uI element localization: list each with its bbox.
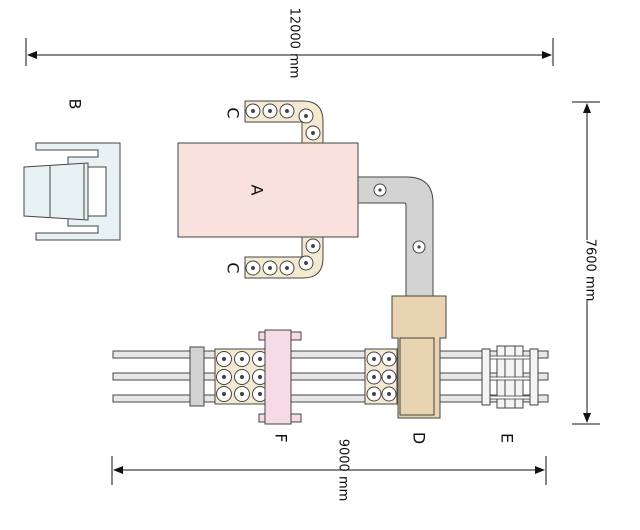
right-dimension: 7600 mm [572,101,600,425]
unit-f-label: F [272,433,291,442]
roller-hub [311,131,315,135]
top-dimension-label: 12000 mm [287,8,302,79]
duct [357,176,434,297]
rail-clamp [189,346,205,407]
unit-e-label: E [498,433,517,443]
roller-hub [311,244,315,248]
roller-hub [251,109,255,113]
roller-hub [285,109,289,113]
unit-b-label: B [66,99,85,110]
roller-hub [239,356,245,362]
roller-hub [268,266,272,270]
unit-a: A [177,142,359,238]
roller-hub [285,266,289,270]
unit-b: B [23,99,121,241]
roller-hub [239,391,245,397]
roller-hub [257,374,263,380]
roller-hub [304,261,308,265]
top-dimension: 12000 mm [25,8,554,79]
roller-hub [387,357,391,361]
conveyor-c-top: C [224,100,324,144]
conveyor-c-bottom-label: C [224,262,243,273]
roller-hub [221,356,227,362]
unit-a-label: A [248,185,267,196]
roller-block-left [214,348,272,405]
bottom-dimension: 9000 mm [111,439,547,502]
roller-hub [257,391,263,397]
roller-hub [372,392,376,396]
roller-hub [239,374,245,380]
roller-hub [304,114,308,118]
roller-hub [221,374,227,380]
rail-line [112,346,549,407]
roller-hub [221,391,227,397]
bottom-dimension-label: 9000 mm [336,439,351,502]
roller-hub [387,375,391,379]
roller-block-right [364,348,398,405]
unit-e: E [481,345,539,443]
roller-hub [251,266,255,270]
roller-hub [268,109,272,113]
right-dimension-label: 7600 mm [583,239,598,302]
roller-hub [372,357,376,361]
roller-hub [372,375,376,379]
conveyor-c-bottom: C [224,235,324,279]
conveyor-c-top-label: C [224,107,243,118]
unit-f: F [258,329,302,443]
unit-d-label: D [410,432,429,444]
roller-hub [387,392,391,396]
roller-hub [257,356,263,362]
unit-d: D [391,295,447,444]
